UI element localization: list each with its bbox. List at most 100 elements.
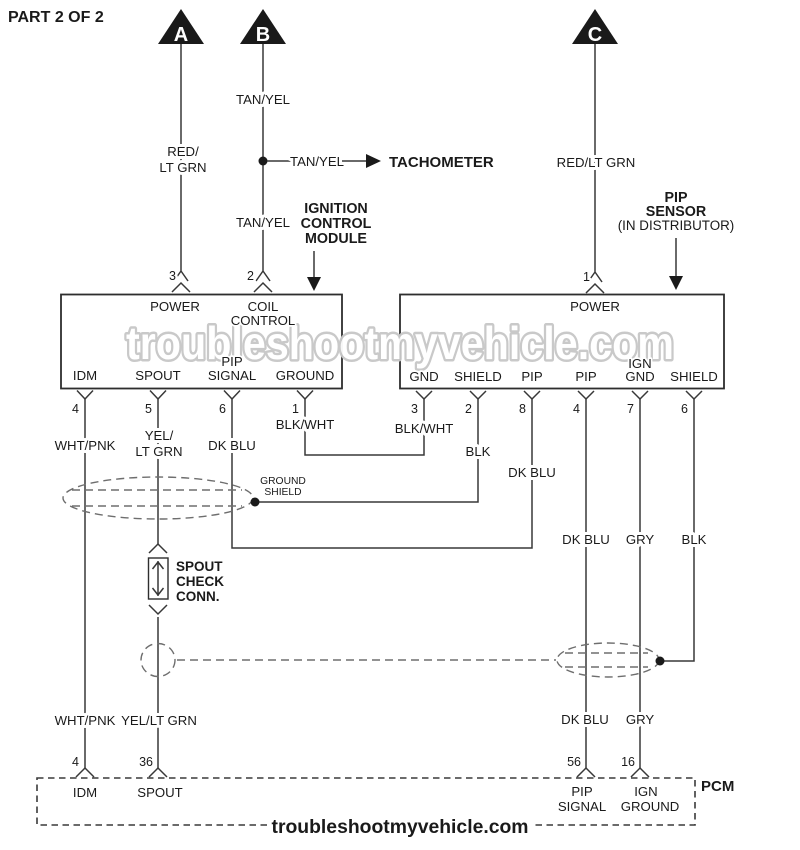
wire-color-label: GRY [626, 532, 655, 547]
pin-number: 1 [583, 270, 590, 284]
pin-number: 7 [627, 402, 634, 416]
wire-color-label: DK BLU [561, 712, 609, 727]
part-label: PART 2 OF 2 [8, 9, 104, 26]
pip-sensor-callout: PIP SENSOR (IN DISTRIBUTOR) [618, 190, 735, 290]
pin-number: 8 [519, 402, 526, 416]
ground-shield-label-line1: GROUND [260, 476, 306, 487]
ground-shield-left [62, 476, 260, 520]
shield-ground-dot [655, 656, 665, 666]
icm-callout-line1: IGNITION [304, 201, 368, 217]
wire-b [253, 44, 381, 293]
wire-color-label: BLK [682, 532, 707, 547]
pip-callout-line3: (IN DISTRIBUTOR) [618, 218, 735, 233]
pcm-pin-label: SPOUT [137, 785, 182, 800]
triangle-a-letter: A [174, 24, 188, 46]
pcm-pin-label: IDM [73, 785, 97, 800]
spout-check-label-line3: CONN. [176, 589, 220, 604]
pin-number: 2 [247, 269, 254, 283]
pin-number: 2 [465, 402, 472, 416]
pip-callout-line1: PIP [664, 190, 688, 206]
icm-callout-line2: CONTROL [301, 216, 372, 232]
module-pin-label: COIL [248, 299, 279, 314]
pip-sensor-box [399, 293, 725, 390]
pin-number: 3 [411, 402, 418, 416]
wire-color-label: BLK/WHT [276, 417, 335, 432]
module-pin-label: SIGNAL [208, 368, 256, 383]
junction-dot [258, 156, 268, 166]
wire-color-label: TAN/YEL [236, 92, 290, 107]
wire-color-label: TAN/YEL [290, 154, 344, 169]
wire-color-label: DK BLU [562, 532, 610, 547]
tachometer-arrow-icon [366, 154, 381, 168]
wire-color-label: RED/LT GRN [557, 155, 636, 170]
pcm-pin-label: IGN [634, 784, 657, 799]
module-pin-label: IGN [628, 356, 651, 371]
module-pin-label: POWER [570, 299, 620, 314]
wire-color-label: RED/ [167, 144, 199, 159]
wire-color-label: LT GRN [135, 444, 182, 459]
spout-check-label-line2: CHECK [176, 574, 224, 589]
pcm-box [36, 777, 696, 826]
pin-number: 36 [139, 755, 153, 769]
pin-number: 56 [567, 755, 581, 769]
pin-number: 1 [292, 402, 299, 416]
wire-color-label: WHT/PNK [55, 713, 116, 728]
triangle-a-icon [158, 9, 204, 44]
shield-continuation [140, 642, 665, 678]
module-pin-label: SHIELD [454, 369, 502, 384]
module-pin-label: PIP [521, 369, 542, 384]
pin-number: 4 [72, 755, 79, 769]
wire-color-label: TAN/YEL [236, 215, 290, 230]
module-pin-label: PIP [575, 369, 596, 384]
module-pin-label: POWER [150, 299, 200, 314]
pin-number: 16 [621, 755, 635, 769]
pin-number: 3 [169, 269, 176, 283]
icm-callout: IGNITION CONTROL MODULE [301, 201, 372, 291]
pcm-connectors [75, 766, 650, 778]
pin-number: 4 [72, 402, 79, 416]
connector-triangle-b: B [240, 9, 286, 46]
connector-triangle-c: C [572, 9, 618, 46]
icm-callout-line3: MODULE [305, 231, 367, 247]
module-pin-label: IDM [73, 368, 97, 383]
module-pin-label: PIP [221, 354, 242, 369]
wire-color-label: YEL/LT GRN [121, 713, 197, 728]
pcm-pin-label: GROUND [621, 799, 680, 814]
watermark-text: troubleshootmyvehicle.com [126, 317, 674, 369]
wire-a [171, 44, 191, 293]
lower-wires [84, 399, 695, 768]
wire-color-label: DK BLU [508, 465, 556, 480]
triangle-b-icon [240, 9, 286, 44]
triangle-b-letter: B [256, 24, 270, 46]
pin-number: 4 [573, 402, 580, 416]
wire-color-label: GRY [626, 712, 655, 727]
pin-number: 6 [681, 402, 688, 416]
wire-color-label: BLK/WHT [395, 421, 454, 436]
module-pin-label: SPOUT [135, 368, 180, 383]
wire-color-label: LT GRN [159, 160, 206, 175]
module-pin-label: CONTROL [231, 313, 295, 328]
module-pin-label: GND [409, 369, 438, 384]
wire-color-label: WHT/PNK [55, 438, 116, 453]
module-pin-label: SHIELD [670, 369, 718, 384]
wire-color-label: DK BLU [208, 438, 256, 453]
down-arrow-icon [307, 277, 321, 291]
module-pin-label: GROUND [276, 368, 335, 383]
pcm-label: PCM [701, 778, 734, 795]
footer-watermark: troubleshootmyvehicle.com [272, 817, 529, 838]
triangle-c-icon [572, 9, 618, 44]
pcm-pin-label: SIGNAL [558, 799, 606, 814]
connector-triangle-a: A [158, 9, 204, 46]
ignition-control-module-box [60, 293, 343, 390]
pip-callout-line2: SENSOR [646, 204, 707, 220]
pin-number: 5 [145, 402, 152, 416]
pcm-pin-label: PIP [571, 784, 592, 799]
box-bottom-connectors [76, 389, 703, 400]
wire-c [585, 44, 605, 294]
shield-ground-dot [250, 497, 260, 507]
tachometer-label: TACHOMETER [389, 154, 494, 171]
module-pin-label: GND [625, 369, 654, 384]
spout-check-label-line1: SPOUT [176, 559, 223, 574]
